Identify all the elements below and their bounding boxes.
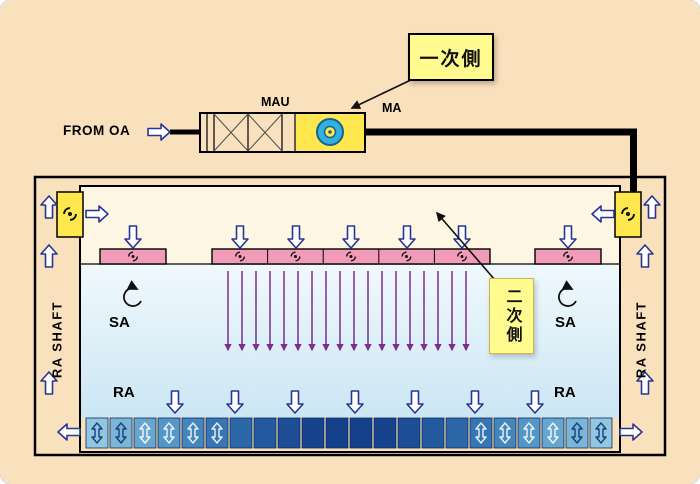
primary-side-tag: 一次側: [408, 33, 494, 81]
shaft-fan-box-left: [56, 191, 84, 238]
sa-label-right: SA: [555, 314, 576, 331]
floor-tile: [253, 417, 277, 449]
ra-label-left: RA: [113, 384, 135, 401]
floor-tile: [397, 417, 421, 449]
ra-label-right: RA: [554, 384, 576, 401]
inner-room-outline: [79, 185, 621, 453]
floor-tile: [301, 417, 325, 449]
floor-tile: [373, 417, 397, 449]
airflow-arrow-icon: [40, 244, 58, 268]
secondary-side-text: 二次側: [503, 287, 521, 345]
outer-structure-outline: [33, 175, 667, 457]
floor-tile: [541, 417, 565, 449]
airflow-arrow-icon: [147, 123, 171, 141]
airflow-arrow-icon: [643, 195, 661, 219]
airflow-arrow-icon: [40, 195, 58, 219]
floor-tile: [517, 417, 541, 449]
floor-tile: [205, 417, 229, 449]
raised-floor-tiles: [85, 417, 613, 449]
filter-sections: [213, 113, 283, 152]
airflow-arrow-icon: [636, 244, 654, 268]
floor-tile: [277, 417, 301, 449]
ra-shaft-label-left: RA SHAFT: [49, 300, 65, 379]
primary-side-pointer: [350, 77, 416, 109]
airflow-arrow-icon: [619, 423, 643, 441]
floor-tile: [229, 417, 253, 449]
floor-tile: [469, 417, 493, 449]
primary-side-text: 一次側: [419, 48, 483, 70]
laminar-downflow-arrows: [224, 271, 470, 352]
secondary-side-tag: 二次側: [489, 278, 534, 354]
floor-tile: [349, 417, 373, 449]
floor-tile: [85, 417, 109, 449]
sa-label-left: SA: [109, 314, 130, 331]
floor-tile: [565, 417, 589, 449]
blower-icon: [316, 118, 344, 146]
ma-label: MA: [382, 101, 402, 115]
floor-tile: [445, 417, 469, 449]
oa-duct: [170, 129, 201, 135]
floor-tile: [421, 417, 445, 449]
from-oa-label: FROM OA: [63, 123, 131, 138]
mau-label: MAU: [261, 95, 290, 109]
mau-unit: [199, 112, 366, 153]
supply-duct: [170, 128, 637, 197]
airflow-arrow-icon: [57, 423, 81, 441]
floor-tile: [493, 417, 517, 449]
floor-tile: [325, 417, 349, 449]
floor-tile: [181, 417, 205, 449]
secondary-side-pointer: [435, 211, 496, 281]
ma-duct: [365, 128, 637, 197]
floor-tile: [589, 417, 613, 449]
ra-shaft-label-right: RA SHAFT: [633, 300, 649, 379]
floor-tile: [109, 417, 133, 449]
floor-tile: [133, 417, 157, 449]
floor-tile: [157, 417, 181, 449]
